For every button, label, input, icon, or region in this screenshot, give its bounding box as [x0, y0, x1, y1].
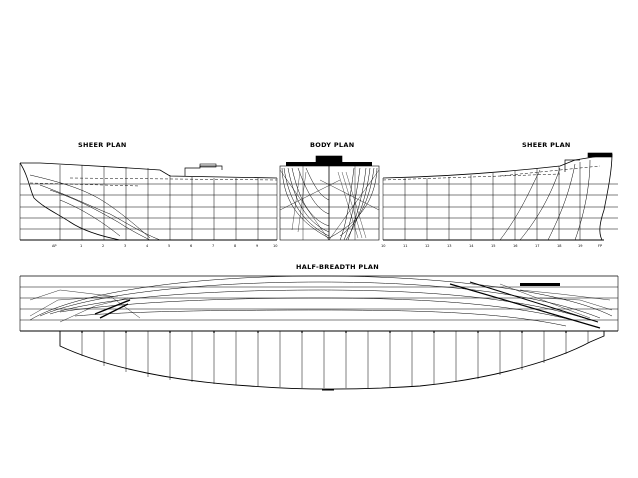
station-label: 1 [80, 244, 82, 248]
diagonals [279, 169, 380, 241]
station-label: 8 [234, 244, 236, 248]
half-breadth-outline [59, 331, 605, 390]
station-label: 19 [578, 244, 582, 248]
station-label: 15 [491, 244, 495, 248]
sheer-plan-title-left: SHEER PLAN [78, 141, 127, 149]
station-label: 12 [425, 244, 429, 248]
sheer-plan-title-right: SHEER PLAN [522, 141, 571, 149]
half-breadth-stations [81, 331, 589, 388]
station-label: FP [598, 244, 602, 248]
forecastle-house [587, 152, 613, 158]
half-breadth-ticks [81, 331, 567, 333]
sheer-plan-right [382, 152, 618, 241]
stern-profile [19, 162, 121, 241]
station-label: 5 [168, 244, 170, 248]
sheer-plan-left [19, 162, 278, 241]
fore-hatch [449, 281, 613, 329]
station-label: 16 [513, 244, 517, 248]
buttock-lines-left [29, 174, 161, 241]
station-label: AP [52, 244, 57, 248]
half-breadth-plan-title: HALF-BREADTH PLAN [296, 263, 379, 271]
station-label: 13 [447, 244, 451, 248]
fore-sections [328, 167, 378, 241]
station-label: 7 [212, 244, 214, 248]
body-plan [279, 155, 380, 241]
deckhouse-left [199, 163, 217, 168]
station-label: 10 [273, 244, 277, 248]
waterlines-right [383, 183, 618, 241]
station-label: 6 [190, 244, 192, 248]
aft-sections [281, 167, 330, 239]
body-plan-title: BODY PLAN [310, 141, 354, 149]
deck-dashes-left [29, 177, 278, 187]
superstructure-left [184, 165, 223, 176]
station-label: 2 [102, 244, 104, 248]
station-label: 10 [381, 244, 385, 248]
half-breadth-plan [19, 275, 619, 391]
sheer-line-right [382, 153, 613, 179]
aft-hatch [29, 289, 141, 323]
bow-profile [599, 153, 613, 241]
buttock-lines-right [499, 159, 591, 241]
station-labels-right: 10 11 12 13 14 15 16 17 18 19 FP [381, 244, 602, 248]
station-label: 9 [256, 244, 258, 248]
station-label: 3 [124, 244, 126, 248]
forecastle [564, 159, 580, 172]
station-label: 11 [403, 244, 407, 248]
station-label: 17 [535, 244, 539, 248]
station-label: 18 [557, 244, 561, 248]
deck-dashes-right [382, 165, 601, 181]
stations-right [382, 162, 581, 240]
body-plan-bulwark [315, 155, 343, 163]
station-label: 14 [469, 244, 474, 248]
sheer-line-left [20, 162, 278, 179]
body-plan-hatch [291, 171, 367, 239]
stations-left [19, 163, 278, 240]
station-labels-left: AP 1 2 3 4 5 6 7 8 9 10 [52, 244, 277, 248]
station-label: 4 [146, 244, 149, 248]
